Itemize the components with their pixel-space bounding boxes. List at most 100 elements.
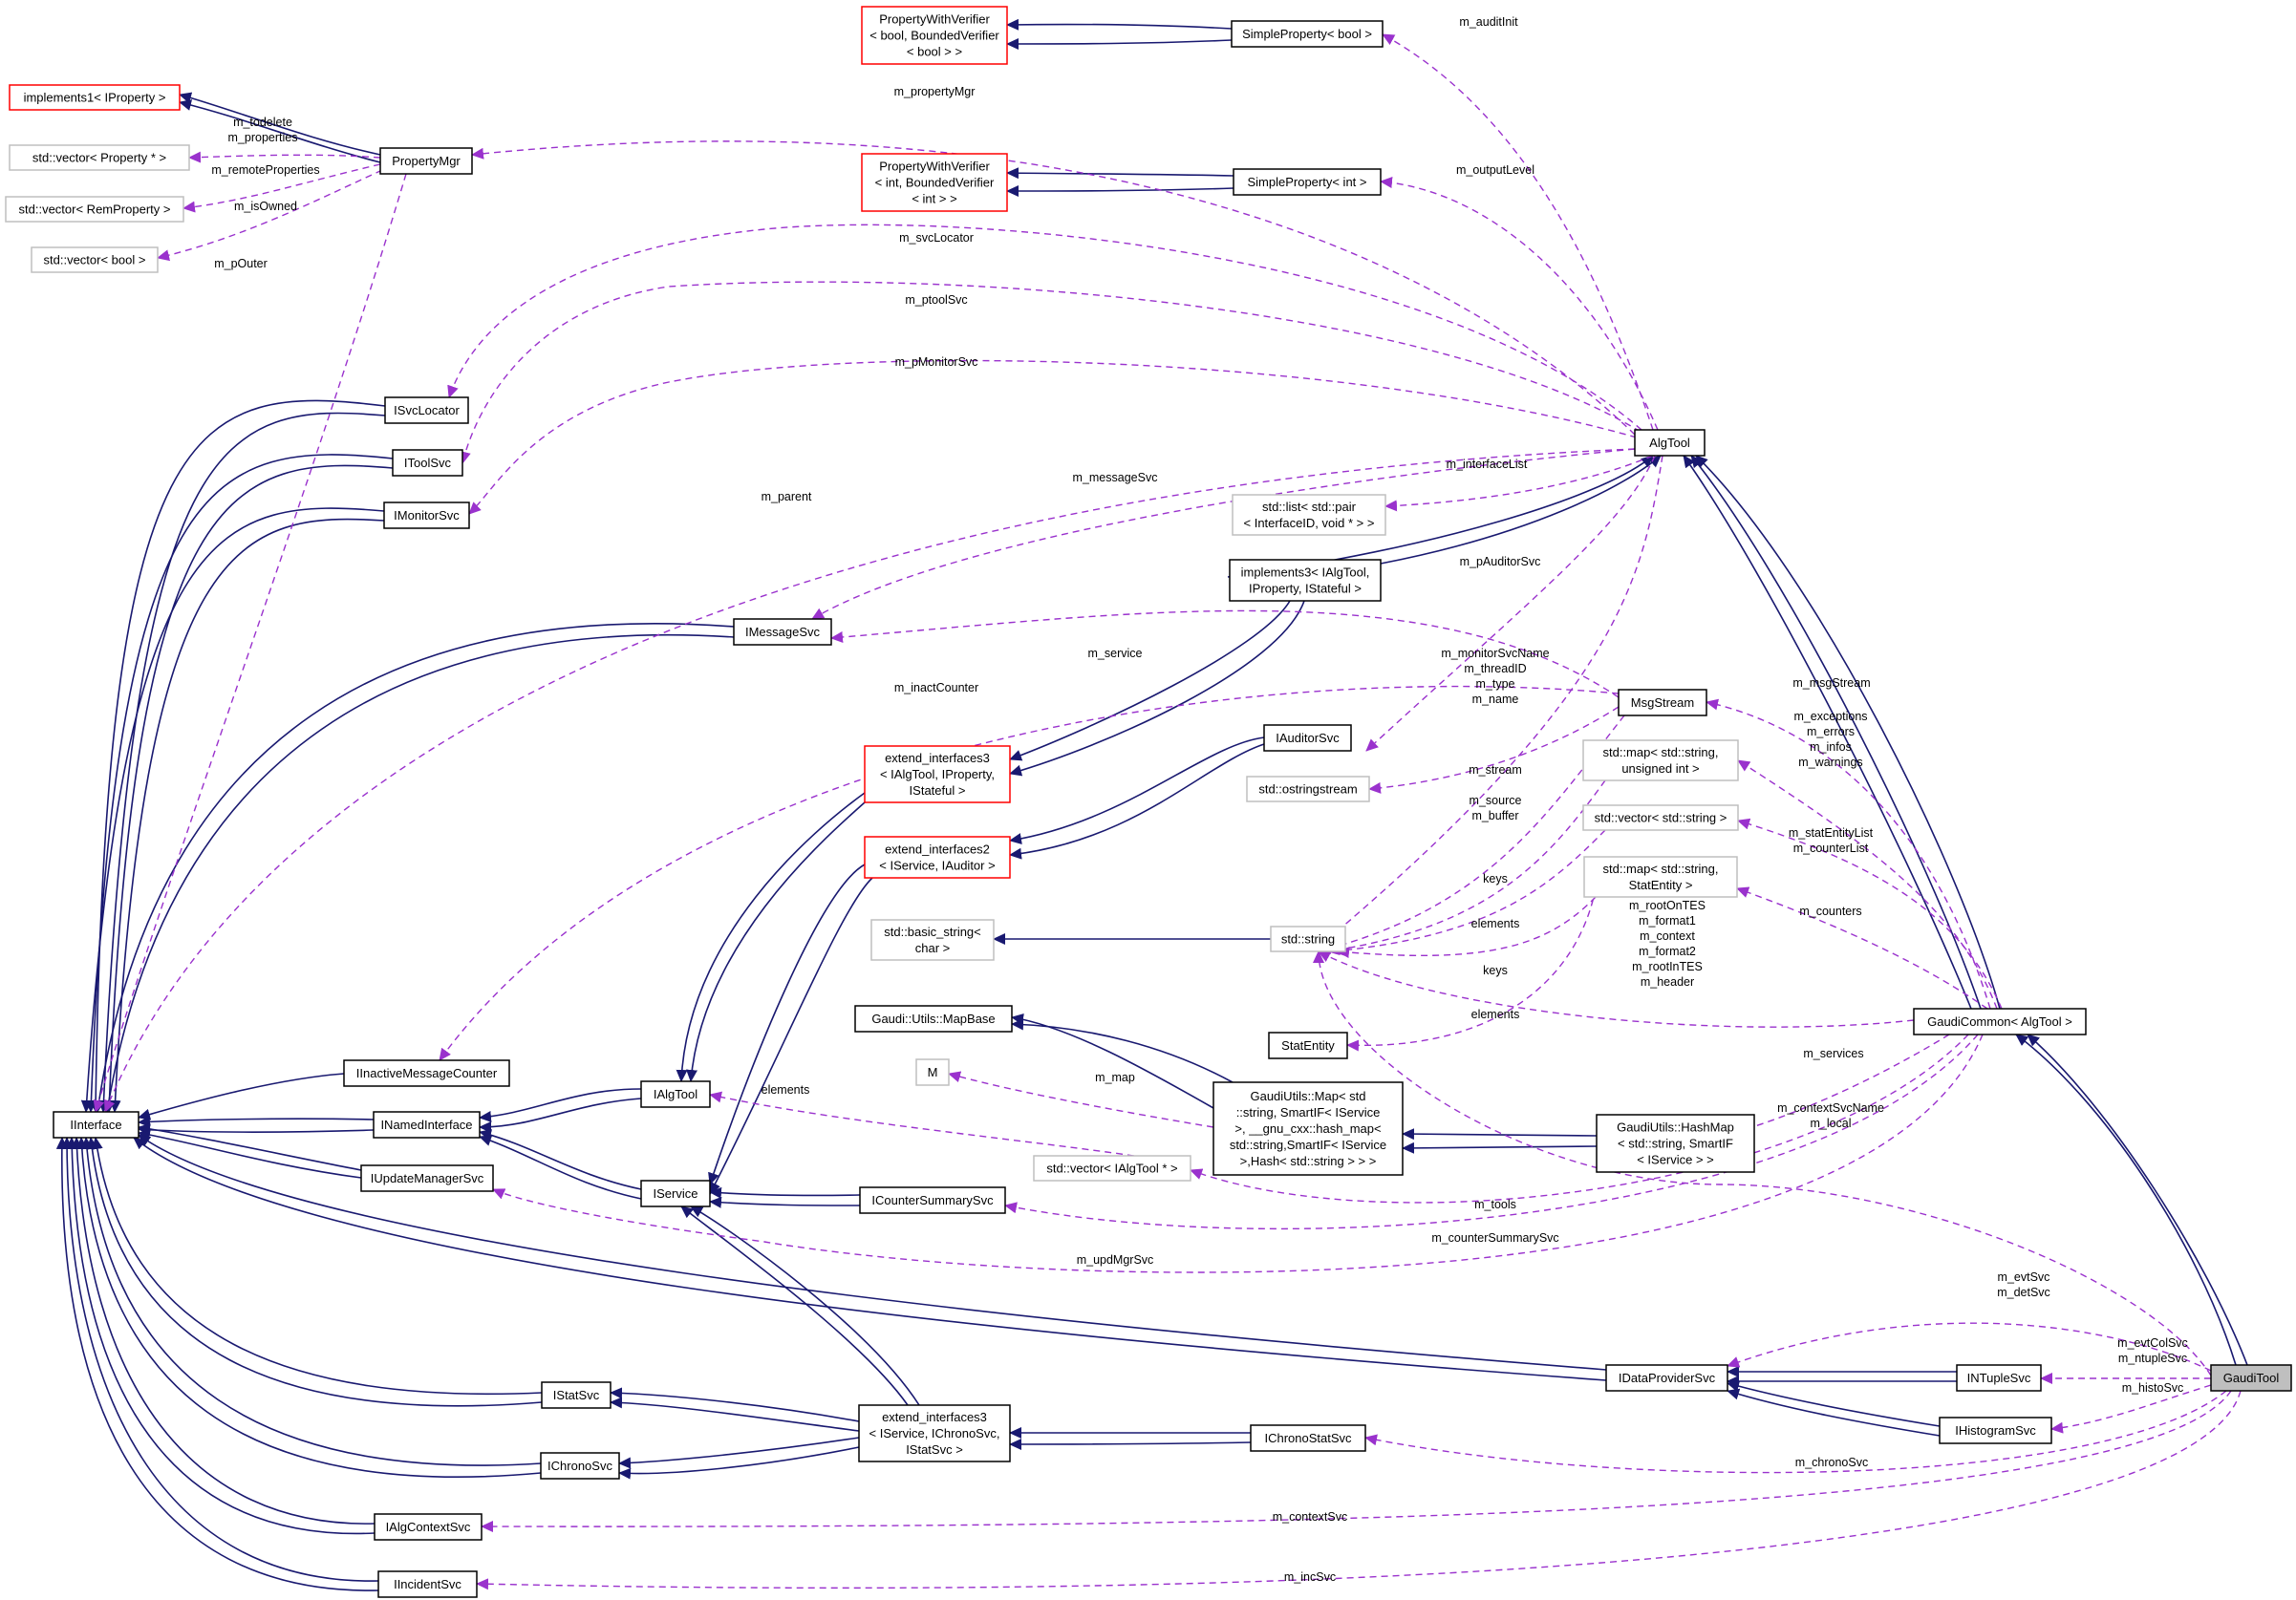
- class-node-extend-interfaces2[interactable]: extend_interfaces2< IService, IAuditor >: [864, 836, 1011, 879]
- class-node-idataprovidersvc[interactable]: IDataProviderSvc: [1605, 1364, 1728, 1392]
- edge-label-line: m_rootInTES: [1632, 960, 1703, 973]
- edge-label-line: m_isOwned: [234, 200, 297, 213]
- usage-edge-102: [1727, 1322, 2212, 1372]
- class-node-isvclocator[interactable]: ISvcLocator: [384, 396, 469, 424]
- class-node-label: INamedInterface: [380, 1118, 472, 1132]
- class-node-ialgtool[interactable]: IAlgTool: [640, 1080, 711, 1108]
- class-node-label: StatEntity >: [1629, 878, 1693, 892]
- class-node-implements3[interactable]: implements3< IAlgTool,IProperty, IStatef…: [1229, 559, 1382, 602]
- inheritance-edge-18: [1009, 736, 1265, 844]
- class-node-label: implements3< IAlgTool,: [1241, 565, 1370, 580]
- class-node-vector-remproperty[interactable]: std::vector< RemProperty >: [5, 196, 184, 223]
- class-node-ihistogramsvc[interactable]: IHistogramSvc: [1939, 1417, 2052, 1444]
- class-node-label: PropertyMgr: [392, 154, 461, 168]
- class-node-pwv-bool[interactable]: PropertyWithVerifier< bool, BoundedVerif…: [861, 6, 1008, 65]
- class-node-iupdatemanagersvc[interactable]: IUpdateManagerSvc: [360, 1164, 494, 1192]
- edge-label-line: m_type: [1476, 677, 1515, 691]
- class-node-basic-string[interactable]: std::basic_string<char >: [870, 919, 995, 961]
- edge-label-line: m_monitorSvcName: [1441, 647, 1549, 660]
- class-node-box: [31, 246, 159, 273]
- class-node-label: ICounterSummarySvc: [871, 1193, 994, 1207]
- class-node-mapbase[interactable]: Gaudi::Utils::MapBase: [854, 1005, 1013, 1033]
- class-node-iinactivemessagecounter[interactable]: IInactiveMessageCounter: [343, 1059, 510, 1087]
- edge-label-m-remoteProperties: m_remoteProperties: [211, 163, 319, 177]
- class-node-ostringstream[interactable]: std::ostringstream: [1246, 776, 1370, 802]
- class-node-algtool[interactable]: AlgTool: [1634, 429, 1706, 457]
- edge-label-elements-3: elements: [762, 1083, 810, 1097]
- class-node-extend-interfaces3-alg[interactable]: extend_interfaces3< IAlgTool, IProperty,…: [864, 745, 1011, 803]
- class-node-m[interactable]: M: [915, 1058, 950, 1086]
- class-node-map-string-statentity[interactable]: std::map< std::string,StatEntity >: [1583, 856, 1738, 898]
- class-node-label: < bool > >: [907, 45, 962, 59]
- edge-label-line: m_format2: [1639, 945, 1696, 958]
- class-node-simpleproperty-int[interactable]: SimpleProperty< int >: [1233, 168, 1382, 196]
- inheritance-edge-27: [1695, 455, 2001, 1010]
- class-node-extend-interfaces3-svc[interactable]: extend_interfaces3< IService, IChronoSvc…: [858, 1404, 1011, 1462]
- inheritance-edge-62: [1009, 1438, 1252, 1450]
- class-node-statentity[interactable]: StatEntity: [1268, 1032, 1348, 1059]
- class-node-ialgcontextsvc[interactable]: IAlgContextSvc: [374, 1513, 483, 1541]
- class-node-ichronosvc[interactable]: IChronoSvc: [540, 1452, 620, 1480]
- class-node-vector-string[interactable]: std::vector< std::string >: [1582, 804, 1739, 831]
- class-node-label: std::ostringstream: [1258, 782, 1357, 797]
- class-node-iauditorsvc[interactable]: IAuditorSvc: [1263, 724, 1352, 752]
- class-node-implements1-iproperty[interactable]: implements1< IProperty >: [9, 84, 181, 111]
- usage-edge-94: [1346, 887, 1597, 1052]
- usage-edge-97: [709, 1091, 1191, 1166]
- class-node-label: < InterfaceID, void * > >: [1244, 516, 1375, 530]
- class-node-map-string-uint[interactable]: std::map< std::string,unsigned int >: [1582, 739, 1739, 781]
- class-node-label: M: [928, 1065, 938, 1079]
- class-node-iincidentsvc[interactable]: IIncidentSvc: [377, 1570, 478, 1598]
- edge-label-line: keys: [1483, 964, 1508, 977]
- class-node-intuplesvc[interactable]: INTupleSvc: [1956, 1364, 2042, 1392]
- class-node-ichronostatsvc[interactable]: IChronoStatSvc: [1250, 1424, 1366, 1452]
- edge-label-m-map: m_map: [1095, 1071, 1135, 1084]
- class-node-std-string[interactable]: std::string: [1270, 926, 1346, 952]
- class-node-gaudiutilsmap[interactable]: GaudiUtils::Map< std::string, SmartIF< I…: [1212, 1081, 1404, 1176]
- class-node-vector-bool[interactable]: std::vector< bool >: [31, 246, 159, 273]
- class-node-box: [859, 1186, 1006, 1214]
- class-node-itoolsvc[interactable]: IToolSvc: [392, 449, 463, 477]
- edge-label-line: m_errors: [1807, 725, 1855, 738]
- class-node-propertymgr[interactable]: PropertyMgr: [379, 147, 473, 175]
- class-node-label: < IAlgTool, IProperty,: [880, 767, 995, 781]
- class-node-box: [1618, 689, 1707, 716]
- class-node-gauditool[interactable]: GaudiTool: [2210, 1364, 2292, 1392]
- inheritance-edge-41: [708, 864, 866, 1185]
- class-node-icountersummarysvc[interactable]: ICounterSummarySvc: [859, 1186, 1006, 1214]
- inheritance-edge-22: [1011, 1018, 1234, 1083]
- edge-label-line: m_exceptions: [1793, 710, 1867, 723]
- edge-label-line: m_tools: [1474, 1198, 1516, 1211]
- class-node-hashmap[interactable]: GaudiUtils::HashMap< std::string, SmartI…: [1596, 1114, 1755, 1173]
- class-node-box: [1232, 494, 1386, 536]
- class-node-inamedinterface[interactable]: INamedInterface: [373, 1111, 481, 1139]
- class-node-iinterface[interactable]: IInterface: [53, 1111, 139, 1139]
- class-node-label: IAlgTool: [654, 1087, 697, 1101]
- edge-label-line: m_parent: [762, 490, 812, 503]
- class-node-simpleproperty-bool[interactable]: SimpleProperty< bool >: [1231, 20, 1384, 48]
- edge-label-line: m_stream: [1469, 763, 1522, 777]
- class-node-box: [374, 1513, 483, 1541]
- usage-edge-85: [1737, 759, 1998, 1010]
- class-node-label: IStateful >: [910, 783, 966, 798]
- class-node-label: std::vector< IAlgTool * >: [1046, 1162, 1177, 1176]
- class-node-list-pair[interactable]: std::list< std::pair< InterfaceID, void …: [1232, 494, 1386, 536]
- class-node-box: [854, 1005, 1013, 1033]
- inheritance-edge-43: [709, 1186, 861, 1199]
- edge-label-line: m_counterList: [1793, 842, 1869, 855]
- class-node-msgstream[interactable]: MsgStream: [1618, 689, 1707, 716]
- class-node-vector-property-ptr[interactable]: std::vector< Property * >: [9, 144, 190, 171]
- class-node-gaudicommon[interactable]: GaudiCommon< AlgTool >: [1913, 1008, 2087, 1035]
- edge-label-line: m_inactCounter: [894, 681, 978, 694]
- inheritance-edge-30: [138, 1073, 345, 1120]
- class-node-vector-ialgtool[interactable]: std::vector< IAlgTool * >: [1033, 1155, 1191, 1182]
- edge-label-line: m_outputLevel: [1456, 163, 1534, 177]
- class-node-imessagesvc[interactable]: IMessageSvc: [733, 618, 832, 646]
- class-node-pwv-int[interactable]: PropertyWithVerifier< int, BoundedVerifi…: [861, 153, 1008, 212]
- class-node-iservice[interactable]: IService: [640, 1180, 711, 1207]
- class-node-imonitorsvc[interactable]: IMonitorSvc: [383, 501, 470, 529]
- class-node-istatsvc[interactable]: IStatSvc: [541, 1381, 612, 1409]
- edge-label-line: m_msgStream: [1792, 676, 1870, 690]
